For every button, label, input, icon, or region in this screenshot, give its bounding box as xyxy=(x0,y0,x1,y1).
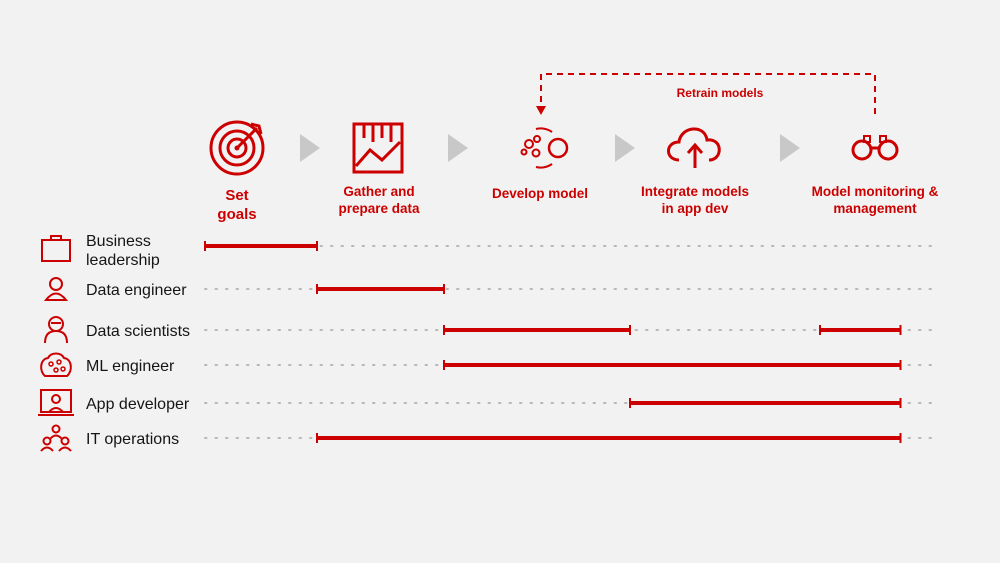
role-label-app-developer: App developer xyxy=(86,396,190,413)
model-gears-icon xyxy=(520,127,569,169)
stage-label-develop-model: Develop model xyxy=(491,186,589,201)
role-row-3 xyxy=(44,316,932,344)
role-span-bar xyxy=(443,360,902,370)
data-chart-icon xyxy=(352,122,404,174)
developer-icon xyxy=(38,389,74,416)
role-span-bar xyxy=(316,433,902,443)
stage-arrow-1 xyxy=(300,134,320,162)
target-icon xyxy=(209,120,265,176)
role-label-data-scientists: Data scientists xyxy=(86,323,191,340)
binoculars-icon xyxy=(851,135,899,161)
role-span-bar xyxy=(443,325,631,335)
role-span-bar xyxy=(316,284,445,294)
role-row-2 xyxy=(43,277,932,301)
stage-arrow-3 xyxy=(615,134,635,162)
scientist-icon xyxy=(44,316,68,344)
role-row-6 xyxy=(40,424,932,452)
role-row-1 xyxy=(41,235,932,262)
role-label-business-leadership: Business leadership xyxy=(86,233,160,269)
stage-arrow-2 xyxy=(448,134,468,162)
role-row-4 xyxy=(40,352,932,377)
stage-arrow-4 xyxy=(780,134,800,162)
stage-label-model-monitoring: Model monitoring & management xyxy=(811,184,939,216)
team-icon xyxy=(40,424,72,452)
stage-label-set-goals: Set goals xyxy=(217,187,257,223)
cloud-upload-icon xyxy=(667,127,721,168)
retrain-loop-arrow xyxy=(536,73,876,115)
role-label-data-engineer: Data engineer xyxy=(86,282,187,299)
role-span-bar xyxy=(819,325,902,335)
role-row-5 xyxy=(38,389,932,416)
role-label-ml-engineer: ML engineer xyxy=(86,358,175,375)
brain-icon xyxy=(40,352,72,377)
retrain-label: Retrain models xyxy=(676,86,764,100)
stage-label-integrate-models: Integrate models in app dev xyxy=(640,184,750,216)
role-label-it-operations: IT operations xyxy=(86,431,180,448)
role-span-bar xyxy=(204,241,318,251)
role-span-bar xyxy=(629,398,902,408)
person-icon xyxy=(43,277,69,301)
briefcase-icon xyxy=(41,235,71,262)
stage-label-gather-data: Gather and prepare data xyxy=(338,184,420,216)
